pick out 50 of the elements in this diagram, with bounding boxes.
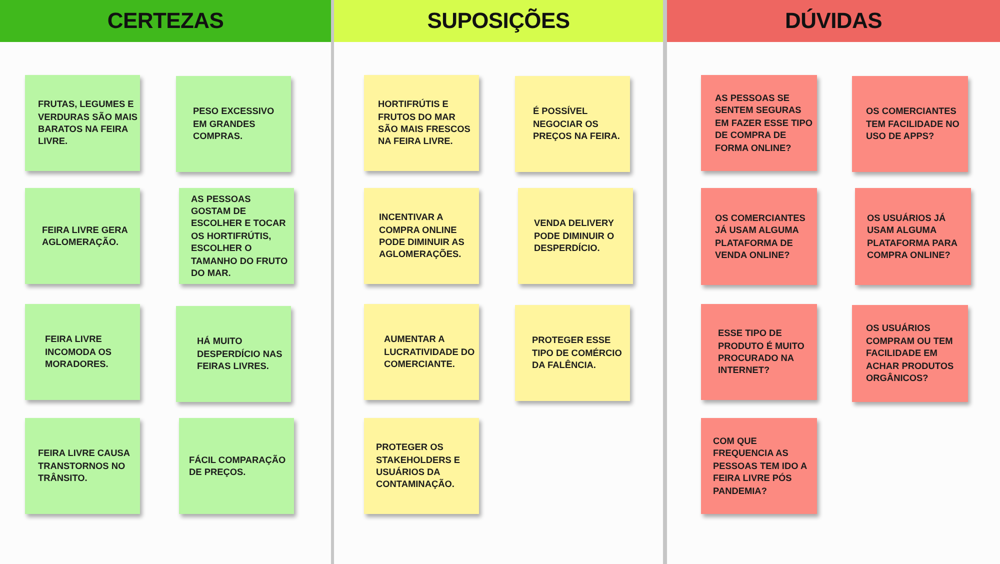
note-text: É POSSÍVEL NEGOCIAR OS PREÇOS NA FEIRA. xyxy=(533,105,621,143)
note-text: VENDA DELIVERY PODE DIMINUIR O DESPERDÍCIO. xyxy=(534,217,616,255)
note-text: PROTEGER ESSE TIPO DE COMÉRCIO DA FALÊNCIA. xyxy=(532,334,623,372)
sticky-note xyxy=(176,306,291,402)
note-text: INCENTIVAR A COMPRA ONLINE PODE DIMINUIR AS AGLOMERAÇÕES. xyxy=(379,211,466,261)
sticky-note xyxy=(364,304,479,400)
sticky-note xyxy=(25,75,140,171)
sticky-note xyxy=(852,76,968,172)
sticky-note xyxy=(701,188,817,285)
note-text: AS PESSOAS SE SENTEM SEGURAS EM FAZER ESSE TIPO DE COMPRA DE FORMA ONLINE? xyxy=(715,92,814,154)
note-text: PESO EXCESSIVO EM GRANDES COMPRAS. xyxy=(193,105,276,143)
note-text: AUMENTAR A LUCRATIVIDADE DO COMERCIANTE. xyxy=(384,333,476,371)
sticky-note xyxy=(25,418,140,514)
sticky-note xyxy=(179,418,294,514)
note-text: FRUTAS, LEGUMES E VERDURAS SÃO MAIS BARATOS NA FEIRA LIVRE. xyxy=(38,98,138,148)
sticky-note xyxy=(515,305,630,401)
note-text: PROTEGER OS STAKEHOLDERS E USUÁRIOS DA CONTAMINAÇÃO. xyxy=(376,441,462,491)
sticky-note xyxy=(179,188,294,284)
sticky-note xyxy=(176,76,291,172)
board-column xyxy=(665,0,1000,564)
note-text: HORTIFRÚTIS E FRUTOS DO MAR SÃO MAIS FRESCOS NA FEIRA LIVRE. xyxy=(378,98,472,148)
sticky-note xyxy=(518,188,633,284)
sticky-note xyxy=(515,76,630,172)
note-text: AS PESSOAS GOSTAM DE ESCOLHER E TOCAR OS HORTIFRÚTIS, ESCOLHER O TAMANHO DO FRUTO DO MAR. xyxy=(191,192,289,280)
note-text: FEIRA LIVRE GERA AGLOMERAÇÃO. xyxy=(42,224,129,248)
note-text: FÁCIL COMPARAÇÃO DE PREÇOS. xyxy=(189,454,287,478)
sticky-note xyxy=(25,304,140,400)
sticky-note xyxy=(364,75,479,171)
note-text: COM QUE FREQUENCIA AS PESSOAS TEM IDO A FEIRA LIVRE PÓS PANDEMIA? xyxy=(713,434,808,498)
sticky-note xyxy=(701,75,817,171)
board-column xyxy=(0,0,334,564)
note-text: HÁ MUITO DESPERDÍCIO NAS FEIRAS LIVRES. xyxy=(197,335,284,373)
sticky-note xyxy=(25,188,140,284)
sticky-note xyxy=(364,418,479,514)
note-text: FEIRA LIVRE CAUSA TRANSTORNOS NO TRÂNSITO. xyxy=(38,447,131,485)
sticky-note xyxy=(855,188,971,285)
board-column xyxy=(334,0,665,564)
sticky-note xyxy=(852,305,968,402)
column-header: SUPOSIÇÕES xyxy=(334,0,663,42)
note-text: OS USUÁRIOS JÁ USAM ALGUMA PLATAFORMA PARA COMPRA ONLINE? xyxy=(867,212,958,262)
note-text: FEIRA LIVRE INCOMODA OS MORADORES. xyxy=(45,333,113,371)
column-header: CERTEZAS xyxy=(0,0,331,42)
note-text: OS COMERCIANTES JÁ USAM ALGUMA PLATAFORMA DE VENDA ONLINE? xyxy=(715,212,806,262)
sticky-note xyxy=(701,304,817,400)
note-text: ESSE TIPO DE PRODUTO É MUITO PROCURADO NA INTERNET? xyxy=(718,327,806,377)
sticky-note xyxy=(364,188,479,284)
sticky-note xyxy=(701,418,817,514)
note-text: OS COMERCIANTES TEM FACILIDADE NO USO DE APPS? xyxy=(866,105,960,143)
note-text: OS USUÁRIOS COMPRAM OU TEM FACILIDADE EM ACHAR PRODUTOS ORGÂNICOS? xyxy=(866,322,955,385)
column-header: DÚVIDAS xyxy=(667,0,1000,42)
